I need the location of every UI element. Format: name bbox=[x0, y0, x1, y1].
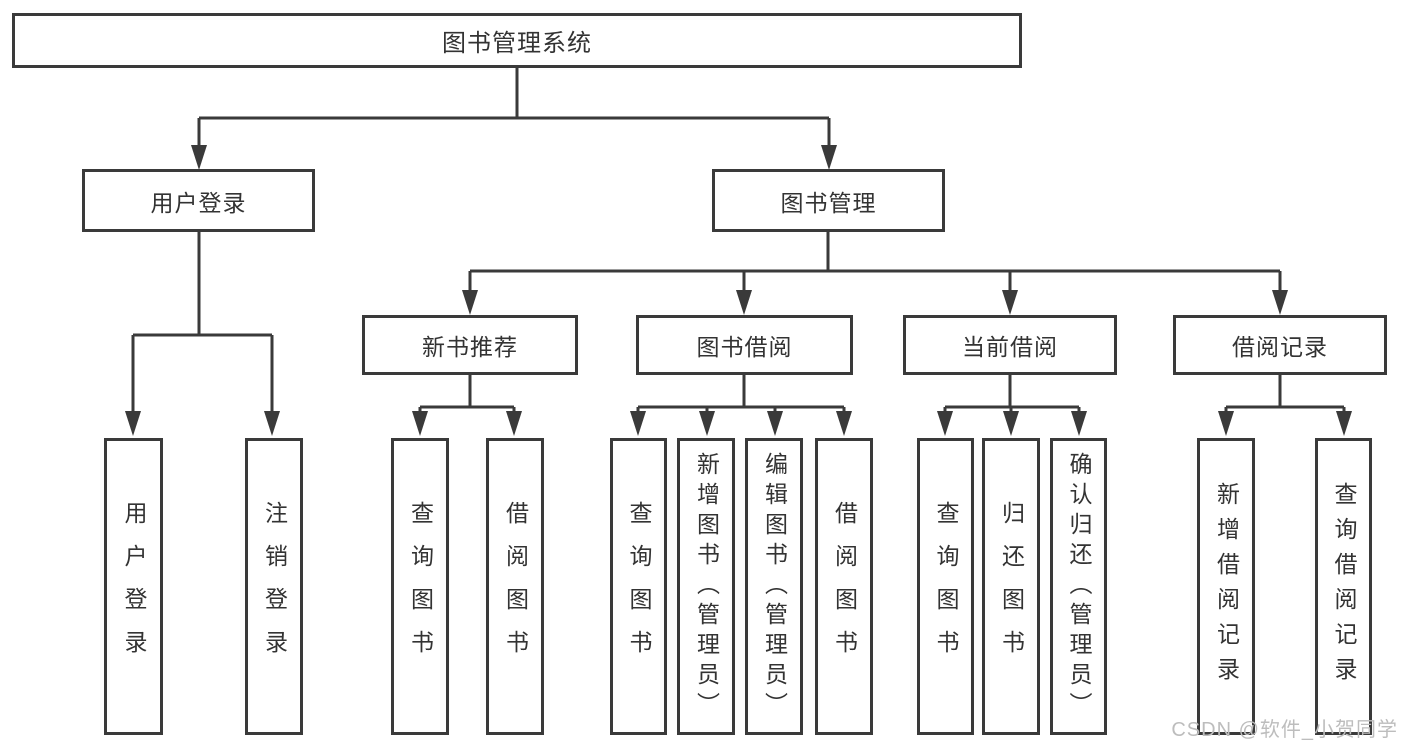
leaf-node-borrow-book-borrowing: 借阅图书 bbox=[815, 438, 873, 735]
node-new-book-recommend: 新书推荐 bbox=[362, 315, 578, 375]
leaf-node-query-book-current: 查询图书 bbox=[917, 438, 974, 735]
node-book-borrowing: 图书借阅 bbox=[636, 315, 853, 375]
node-label: 借阅图书 bbox=[831, 500, 858, 673]
node-label: 新书推荐 bbox=[422, 334, 518, 360]
node-label: 新增借阅记录 bbox=[1213, 481, 1240, 692]
leaf-node-query-book-recommend: 查询图书 bbox=[391, 438, 449, 735]
node-label: 查询图书 bbox=[626, 500, 652, 673]
node-label: 查询图书 bbox=[933, 500, 959, 673]
leaf-node-user-login: 用户登录 bbox=[104, 438, 163, 735]
node-label: 查询图书 bbox=[407, 500, 434, 673]
node-label: 编辑图书（管理员） bbox=[761, 451, 788, 722]
node-library-management-system: 图书管理系统 bbox=[12, 13, 1022, 68]
leaf-node-query-borrow-record: 查询借阅记录 bbox=[1315, 438, 1372, 735]
node-label: 归还图书 bbox=[998, 500, 1025, 673]
node-label: 图书管理系统 bbox=[442, 30, 592, 57]
leaf-node-edit-book-admin: 编辑图书（管理员） bbox=[745, 438, 803, 735]
node-label: 图书管理 bbox=[780, 189, 877, 216]
node-label: 注销登录 bbox=[261, 500, 288, 673]
node-label: 用户登录 bbox=[121, 500, 147, 673]
node-label: 用户登录 bbox=[150, 189, 247, 216]
leaf-node-add-borrow-record: 新增借阅记录 bbox=[1197, 438, 1255, 735]
node-label: 借阅记录 bbox=[1232, 334, 1328, 360]
node-label: 借阅图书 bbox=[502, 500, 529, 673]
csdn-watermark: CSDN @软件_小贺同学 bbox=[1171, 719, 1398, 741]
leaf-node-add-book-admin: 新增图书（管理员） bbox=[677, 438, 735, 735]
node-user-login: 用户登录 bbox=[82, 169, 315, 232]
node-label: 确认归还（管理员） bbox=[1066, 451, 1092, 722]
leaf-node-query-book-borrowing: 查询图书 bbox=[610, 438, 667, 735]
leaf-node-logout: 注销登录 bbox=[245, 438, 303, 735]
leaf-node-borrow-book-recommend: 借阅图书 bbox=[486, 438, 544, 735]
node-label: 图书借阅 bbox=[696, 334, 793, 360]
node-book-management: 图书管理 bbox=[712, 169, 945, 232]
node-borrowing-records: 借阅记录 bbox=[1173, 315, 1387, 375]
node-label: 新增图书（管理员） bbox=[693, 451, 720, 722]
node-current-borrowing: 当前借阅 bbox=[903, 315, 1117, 375]
leaf-node-confirm-return-admin: 确认归还（管理员） bbox=[1050, 438, 1107, 735]
node-label: 当前借阅 bbox=[962, 334, 1058, 360]
node-label: 查询借阅记录 bbox=[1331, 481, 1357, 692]
leaf-node-return-book: 归还图书 bbox=[982, 438, 1040, 735]
